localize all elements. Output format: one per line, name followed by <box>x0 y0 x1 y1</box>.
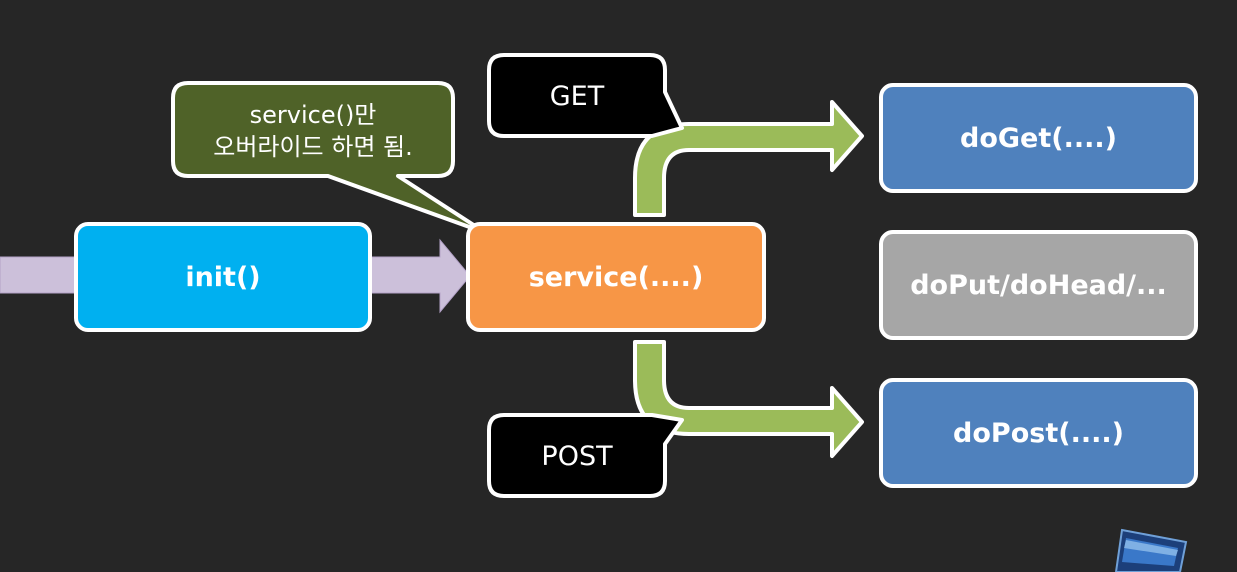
note-bubble <box>171 81 488 235</box>
post-label-bubble <box>487 413 684 498</box>
get-branch-arrow <box>633 100 864 217</box>
service-label: service(....) <box>528 261 704 293</box>
get-label: GET <box>549 81 605 112</box>
window-logo-icon <box>1114 528 1188 572</box>
post-label: POST <box>541 441 613 472</box>
do-put-box: doPut/doHead/... <box>879 230 1198 340</box>
note-text: service()만 오버라이드 하면 됨. <box>173 85 453 176</box>
note-line-2: 오버라이드 하면 됨. <box>213 132 413 161</box>
do-post-label: doPost(....) <box>953 417 1124 449</box>
do-post-box: doPost(....) <box>879 378 1198 488</box>
init-label: init() <box>185 261 261 293</box>
init-box: init() <box>74 222 372 332</box>
note-line-1: service()만 <box>249 100 377 129</box>
get-label-bubble <box>487 53 684 138</box>
post-branch-arrow <box>633 340 864 458</box>
do-put-label: doPut/doHead/... <box>910 269 1167 301</box>
service-box: service(....) <box>466 222 766 332</box>
do-get-label: doGet(....) <box>960 122 1117 154</box>
do-get-box: doGet(....) <box>879 83 1198 193</box>
